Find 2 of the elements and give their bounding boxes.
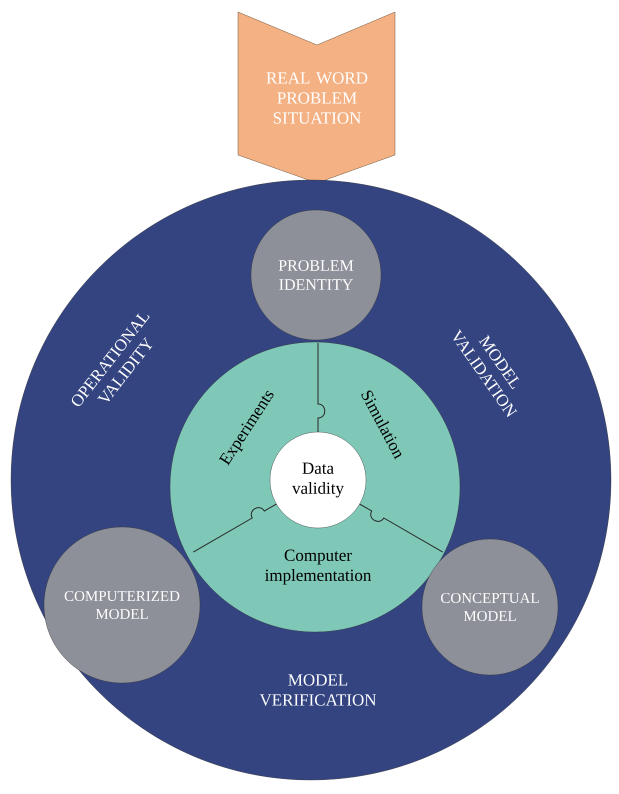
region-label: Computer implementation [265,550,372,584]
region-label: MODEL VERIFICATION [260,674,376,706]
